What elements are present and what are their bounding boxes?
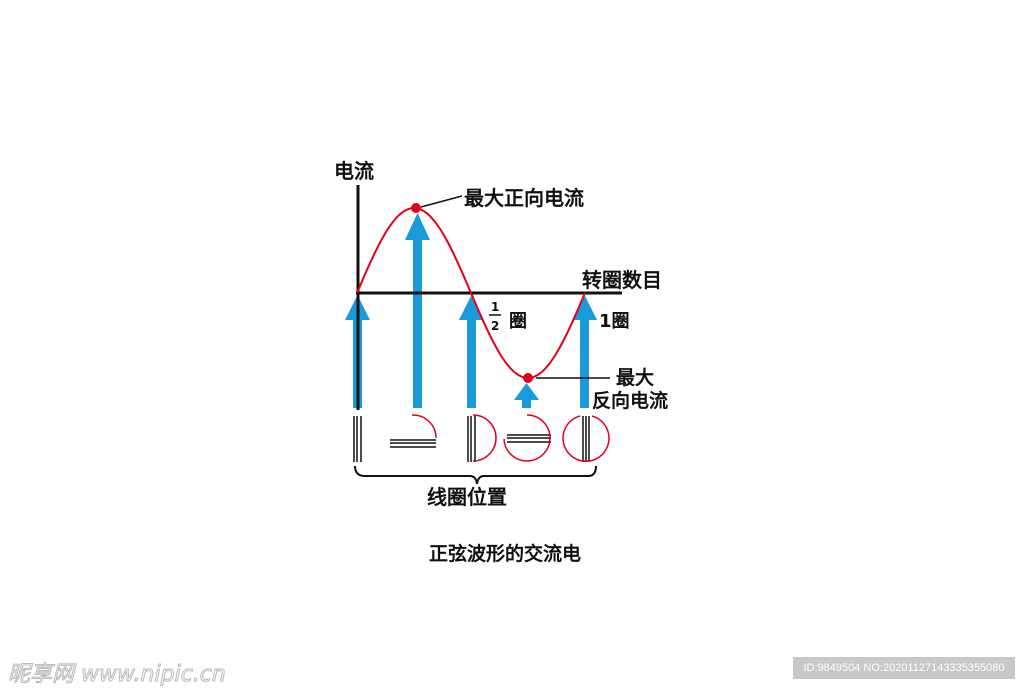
- coil-1: [390, 414, 437, 448]
- arrow-1: [405, 213, 430, 408]
- sine-wave: [356, 206, 586, 380]
- watermark-logo: 昵享网 www.nipic.cn: [8, 662, 227, 688]
- coil-4: [562, 415, 610, 462]
- watermark-id: ID:9849504 NO:20201127143335355080: [793, 657, 1015, 679]
- half-den: 2: [491, 319, 499, 333]
- half-num: 1: [491, 300, 499, 314]
- coil-position-label: 线圈位置: [427, 485, 507, 509]
- coil-3: [503, 414, 551, 462]
- max-negative-label-2: 反向电流: [592, 389, 668, 412]
- arrow-2: [459, 295, 484, 408]
- x-axis-label: 转圈数目: [582, 268, 662, 292]
- arrow-4: [572, 295, 597, 408]
- one-turn-label: 1圈: [599, 311, 630, 332]
- max-negative-label-1: 最大: [616, 366, 654, 389]
- max-negative-point: [523, 373, 533, 383]
- max-positive-point: [411, 203, 421, 213]
- caption: 正弦波形的交流电: [429, 542, 581, 565]
- coil-2: [467, 414, 497, 462]
- arrow-3: [514, 383, 539, 408]
- y-axis-label: 电流: [334, 159, 374, 183]
- coil-positions: [353, 414, 610, 462]
- half-turn-unit: 圈: [509, 311, 527, 332]
- coil-0: [353, 416, 362, 462]
- leader-line: [420, 195, 463, 208]
- max-positive-label: 最大正向电流: [464, 186, 584, 210]
- brace: [354, 465, 597, 485]
